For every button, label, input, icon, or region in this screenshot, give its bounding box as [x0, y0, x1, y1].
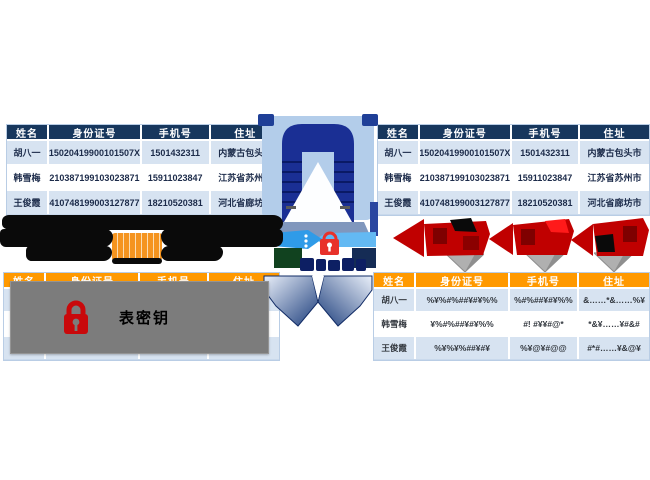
table-cell: 河北省廊坊市 [218, 198, 273, 208]
table-row: 韩雪梅¥%#%##¥#¥%%#! #¥¥#@* *&¥……¥#&# [374, 313, 649, 337]
table-cell: 江苏省苏州市 [587, 173, 642, 183]
redacted-caption-line [2, 215, 283, 230]
table-cell: 内蒙古包头市 [587, 148, 642, 158]
column-header: 姓名 [374, 273, 417, 287]
table-cell: 15020419900101507X [49, 141, 142, 164]
table-cell: *&¥……¥#&# [588, 319, 640, 329]
column-header: 住址 [603, 276, 626, 288]
table-cell: 210387199103023871 [49, 166, 142, 189]
table-cell: 15911023847 [142, 166, 211, 189]
column-header: 身份证号 [416, 273, 510, 287]
table-cell: 410748199003127877 [49, 191, 142, 214]
highlighted-word-redacted [112, 233, 162, 261]
table-cell: 15911023847 [512, 166, 581, 189]
redacted-caption-line [112, 258, 162, 264]
table-cell: 1501432311 [142, 141, 211, 164]
table-cell: #! #¥¥#@* [510, 313, 580, 335]
table-cell: 1501432311 [512, 141, 581, 164]
table-cell: 内蒙古包头市 [218, 148, 273, 158]
column-header: 住址 [603, 128, 626, 140]
mountain-shape [284, 162, 352, 222]
table-cell: %¥%¥%##¥#¥ [416, 337, 510, 359]
encrypted-table: 姓名身份证号手机号住址胡八一%¥%#%##¥#¥%%%#%##¥#¥%%&……*… [373, 272, 650, 361]
table-cell: #*#……¥&@¥ [587, 343, 641, 353]
redacted-caption-line [161, 229, 283, 247]
table-cell: 胡八一 [374, 289, 417, 311]
table-cell: 韩雪梅 [378, 166, 420, 189]
table-cell: 王俊霞 [378, 191, 420, 214]
key-lock-icon [64, 300, 88, 334]
column-header: 身份证号 [420, 125, 512, 139]
table-cell: ¥%#%##¥#¥%% [416, 313, 510, 335]
lock-icon [320, 231, 339, 255]
table-cell: 韩雪梅 [374, 313, 417, 335]
table-cell: 410748199003127877 [420, 191, 512, 214]
table-cell: 王俊霞 [374, 337, 417, 359]
table-cell: 河北省廊坊市 [587, 198, 642, 208]
table-cell: 王俊霞 [7, 191, 50, 214]
table-cell: 18210520381 [512, 191, 581, 214]
table-cell: 胡八一 [7, 141, 50, 164]
redacted-caption-line [26, 246, 112, 261]
table-cell: %¥@¥#@@ [510, 337, 580, 359]
redacted-caption-line [0, 229, 113, 247]
table-key-overlay: 表密钥 [10, 281, 269, 354]
table-cell: 210387199103023871 [420, 166, 512, 189]
table-row: 王俊霞%¥%¥%##¥#¥%¥@¥#@@ #*#……¥&@¥ [374, 337, 649, 360]
table-cell: %#%##¥#¥%% [510, 289, 580, 311]
column-header: 住址 [234, 128, 257, 140]
table-cell: 胡八一 [378, 141, 420, 164]
table-cell: 18210520381 [142, 191, 211, 214]
column-header: 姓名 [7, 125, 50, 139]
redacted-illustration-text [300, 258, 366, 271]
column-header: 姓名 [378, 125, 420, 139]
redacted-caption-line [161, 246, 223, 261]
column-header: 身份证号 [49, 125, 142, 139]
table-cell: %¥%#%##¥#¥%% [416, 289, 510, 311]
encrypted-column-label-redacted [393, 218, 490, 257]
encrypted-column-label-redacted [571, 218, 649, 256]
table-cell: 江苏省苏州市 [218, 173, 273, 183]
table-key-label: 表密钥 [119, 310, 171, 327]
column-header: 手机号 [510, 273, 580, 287]
table-cell: 15020419900101507X [420, 141, 512, 164]
table-row: 胡八一%¥%#%##¥#¥%%%#%##¥#¥%%&……*&……%¥ [374, 289, 649, 313]
wing-left [263, 275, 319, 327]
wing-right [317, 275, 373, 327]
column-header: 手机号 [512, 125, 581, 139]
encryption-illustration [258, 114, 378, 327]
encrypted-column-label-redacted [489, 219, 574, 255]
table-cell: &……*&……%¥ [583, 295, 645, 305]
column-header: 手机号 [142, 125, 211, 139]
table-cell: 韩雪梅 [7, 166, 50, 189]
